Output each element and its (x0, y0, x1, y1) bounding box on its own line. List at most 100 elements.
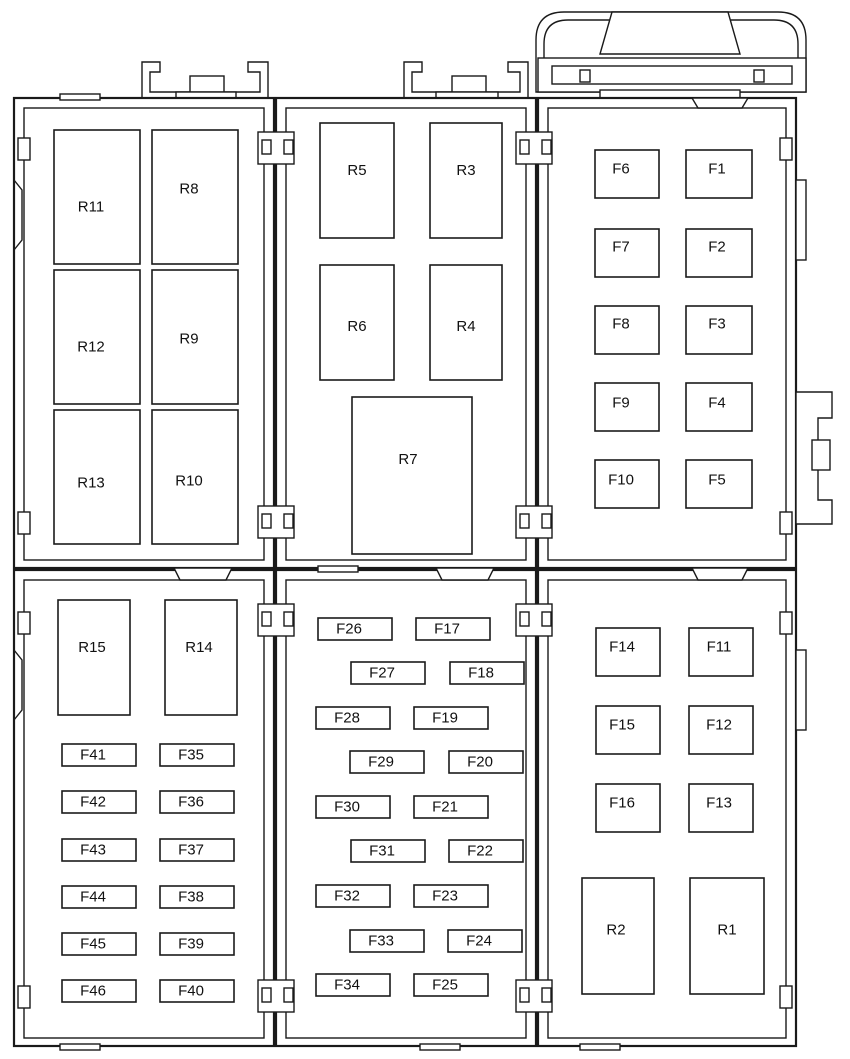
fuse-label: F17 (434, 621, 460, 638)
relay-box (429, 264, 503, 381)
fuse-box (688, 783, 754, 833)
fuse-label: F39 (178, 936, 204, 953)
relay-box (351, 396, 473, 555)
fuse-f13: F13 (688, 783, 754, 833)
fuse-label: F14 (609, 639, 635, 656)
fuse-box (595, 705, 661, 755)
fuse-f28: F28 (315, 706, 391, 730)
fuse-label: F15 (609, 717, 635, 734)
top-connector-tab-left (141, 61, 269, 101)
seam-clip-2 (515, 131, 553, 165)
relay-r8: R8 (151, 129, 239, 265)
fuse-f14: F14 (595, 627, 661, 677)
fuse-f25: F25 (413, 973, 489, 997)
fuse-label: F36 (178, 794, 204, 811)
top-latch-cover (535, 11, 807, 99)
relay-box (581, 877, 655, 995)
fuse-f16: F16 (595, 783, 661, 833)
fuse-box (688, 627, 754, 677)
fuse-f22: F22 (448, 839, 524, 863)
fuse-f7: F7 (594, 228, 660, 278)
fuse-box (159, 790, 235, 814)
fuse-f38: F38 (159, 885, 235, 909)
fuse-label: F13 (706, 795, 732, 812)
fuse-label: F25 (432, 977, 458, 994)
relay-r4: R4 (429, 264, 503, 381)
fuse-box (685, 228, 753, 278)
fuse-box (159, 932, 235, 956)
fuse-f41: F41 (61, 743, 137, 767)
fuse-f2: F2 (685, 228, 753, 278)
fuse-box (685, 382, 753, 432)
relay-r2: R2 (581, 877, 655, 995)
fuse-box (349, 929, 425, 953)
relay-r15: R15 (57, 599, 131, 716)
fuse-box (448, 839, 524, 863)
fuse-f23: F23 (413, 884, 489, 908)
fuse-label: F33 (368, 933, 394, 950)
fuse-label: F19 (432, 710, 458, 727)
fuse-box (315, 884, 391, 908)
fuse-f9: F9 (594, 382, 660, 432)
relay-box (689, 877, 765, 995)
fuse-box (594, 305, 660, 355)
fuse-box (413, 973, 489, 997)
module-top-right (536, 96, 798, 570)
fuse-box (315, 973, 391, 997)
fuse-box (594, 382, 660, 432)
fuse-f6: F6 (594, 149, 660, 199)
fuse-f37: F37 (159, 838, 235, 862)
relay-label: R9 (179, 331, 198, 348)
fuse-f43: F43 (61, 838, 137, 862)
fuse-f21: F21 (413, 795, 489, 819)
relay-r14: R14 (164, 599, 238, 716)
module-bottom-middle (274, 568, 538, 1048)
fuse-f26: F26 (317, 617, 393, 641)
fuse-box (315, 795, 391, 819)
fuse-box (595, 783, 661, 833)
relay-box (151, 129, 239, 265)
fuse-f10: F10 (594, 459, 660, 509)
fuse-box (350, 839, 426, 863)
fuse-label: F29 (368, 754, 394, 771)
fuse-label: F32 (334, 888, 360, 905)
seam-clip-5 (257, 603, 295, 637)
fuse-f3: F3 (685, 305, 753, 355)
relay-label: R12 (77, 339, 105, 356)
fuse-box (448, 750, 524, 774)
relay-box (53, 269, 141, 405)
fuse-f18: F18 (449, 661, 525, 685)
fuse-f5: F5 (685, 459, 753, 509)
relay-label: R7 (398, 451, 417, 468)
relay-r1: R1 (689, 877, 765, 995)
fuse-label: F8 (612, 316, 630, 333)
relay-box (53, 129, 141, 265)
fuse-f8: F8 (594, 305, 660, 355)
rail-details (59, 93, 750, 1051)
relay-r13: R13 (53, 409, 141, 545)
fuse-f4: F4 (685, 382, 753, 432)
fuse-f44: F44 (61, 885, 137, 909)
top-connector-tab-middle (403, 61, 529, 101)
relay-label: R4 (456, 318, 475, 335)
relay-label: R11 (78, 199, 104, 216)
fuse-box (688, 705, 754, 755)
relay-box (164, 599, 238, 716)
fuse-f42: F42 (61, 790, 137, 814)
fuse-label: F46 (80, 983, 106, 1000)
seam-clip-3 (257, 505, 295, 539)
seam-clip-6 (515, 603, 553, 637)
fuse-box (159, 743, 235, 767)
fuse-label: F34 (334, 977, 360, 994)
fuse-label: F7 (612, 239, 630, 256)
fuse-label: F40 (178, 983, 204, 1000)
fuse-f36: F36 (159, 790, 235, 814)
fuse-f27: F27 (350, 661, 426, 685)
fuse-label: F44 (80, 889, 106, 906)
relay-box (429, 122, 503, 239)
relay-r5: R5 (319, 122, 395, 239)
fuse-f33: F33 (349, 929, 425, 953)
relay-label: R1 (717, 922, 736, 939)
fuse-label: F31 (369, 843, 395, 860)
